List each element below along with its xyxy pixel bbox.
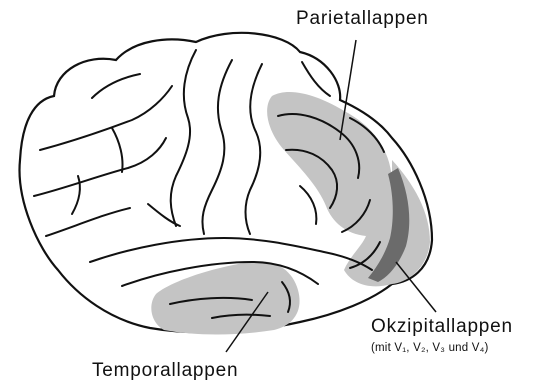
label-temporallappen: Temporallappen (92, 360, 238, 382)
label-okzipital-sublabel: (mit V₁, V₂, V₃ und V₄) (371, 342, 489, 354)
label-parietallappen: Parietallappen (296, 8, 429, 30)
label-okzipitallappen: Okzipitallappen (371, 316, 513, 338)
